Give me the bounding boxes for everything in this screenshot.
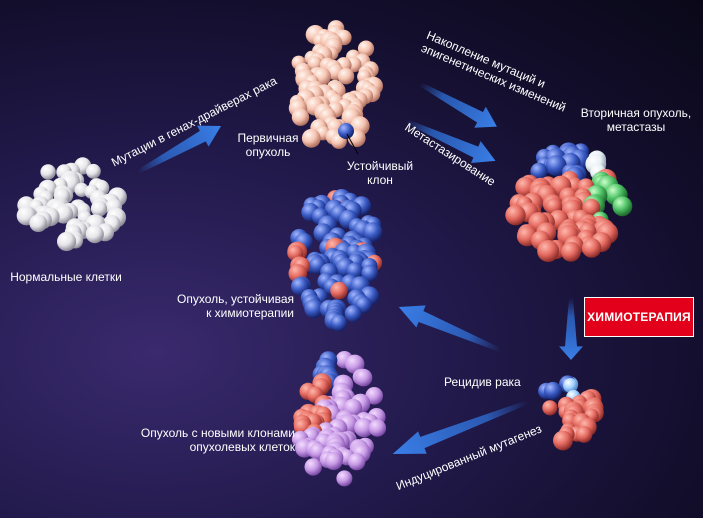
cell — [365, 387, 384, 405]
cell — [324, 452, 343, 470]
cell — [357, 40, 375, 57]
secondary-tumor-label: Вторичная опухоль, метастазы — [574, 106, 698, 134]
cell — [304, 299, 324, 319]
normal-cells-label: Нормальные клетки — [10, 270, 122, 284]
normal-cells-cluster — [16, 157, 127, 252]
cell — [354, 418, 374, 438]
cell — [301, 128, 321, 148]
new-clones-tumor-label-line2: опухолевых клеток — [189, 440, 295, 454]
primary-tumor-label-line2: опухоль — [245, 145, 291, 159]
new-clones-tumor-label-line1: Опухоль с новыми клонами — [140, 426, 295, 440]
cell — [537, 240, 560, 262]
chemotherapy-badge: ХИМИОТЕРАПИЯ — [584, 297, 694, 337]
cell — [368, 419, 387, 437]
resistant-clone-label-line2: клон — [367, 173, 393, 187]
cell — [348, 452, 366, 471]
relapse-cluster — [538, 375, 604, 451]
primary-tumor-cluster — [288, 20, 384, 149]
secondary-tumor-cluster — [505, 142, 633, 262]
cell — [330, 281, 348, 300]
cell — [505, 204, 526, 226]
relapse-label: Рецидив рака — [444, 375, 521, 389]
cell — [362, 222, 383, 242]
cell — [354, 368, 373, 387]
cell — [563, 378, 578, 393]
secondary-tumor-label-line2: метастазы — [606, 120, 666, 134]
cell — [575, 426, 593, 443]
cell — [612, 196, 633, 217]
cell — [543, 381, 562, 400]
cell — [40, 164, 56, 180]
cell — [542, 400, 558, 416]
cell — [336, 470, 353, 487]
resistant-tumor-label-line2: к химиотерапии — [206, 306, 294, 320]
cell — [553, 430, 573, 451]
resistant-tumor-cluster — [287, 189, 383, 332]
new-clones-tumor-label: Опухоль с новыми клонами опухолевых клет… — [130, 426, 295, 454]
cell — [361, 264, 379, 282]
cell — [85, 225, 104, 244]
cell — [291, 108, 310, 126]
cell — [581, 238, 602, 258]
arrow-resistance — [394, 295, 505, 362]
resistant-clone-cell — [338, 123, 354, 139]
cell — [330, 314, 348, 332]
resistant-clone-label: Устойчивый клон — [335, 159, 425, 187]
cell — [344, 305, 362, 323]
resistant-tumor-label: Опухоль, устойчивая к химиотерапии — [150, 292, 294, 320]
cell — [337, 68, 355, 85]
cell-clusters — [16, 20, 633, 487]
primary-tumor-label: Первичная опухоль — [232, 131, 304, 159]
resistant-tumor-label-line1: Опухоль, устойчивая — [177, 292, 294, 306]
cell — [530, 162, 548, 180]
cell — [304, 458, 322, 476]
primary-tumor-label-line1: Первичная — [237, 131, 299, 145]
secondary-tumor-label-line1: Вторичная опухоль, — [580, 106, 692, 120]
arrow-chemotherapy — [559, 298, 583, 360]
resistant-clone-label-line1: Устойчивый — [346, 159, 414, 173]
cell — [29, 214, 48, 233]
cell — [90, 200, 108, 217]
cell — [57, 231, 77, 252]
cell — [86, 163, 101, 179]
cell — [545, 155, 567, 177]
cell — [561, 241, 581, 262]
resistant-clone-pointer — [346, 133, 359, 155]
new-clones-tumor-cluster — [291, 351, 387, 487]
